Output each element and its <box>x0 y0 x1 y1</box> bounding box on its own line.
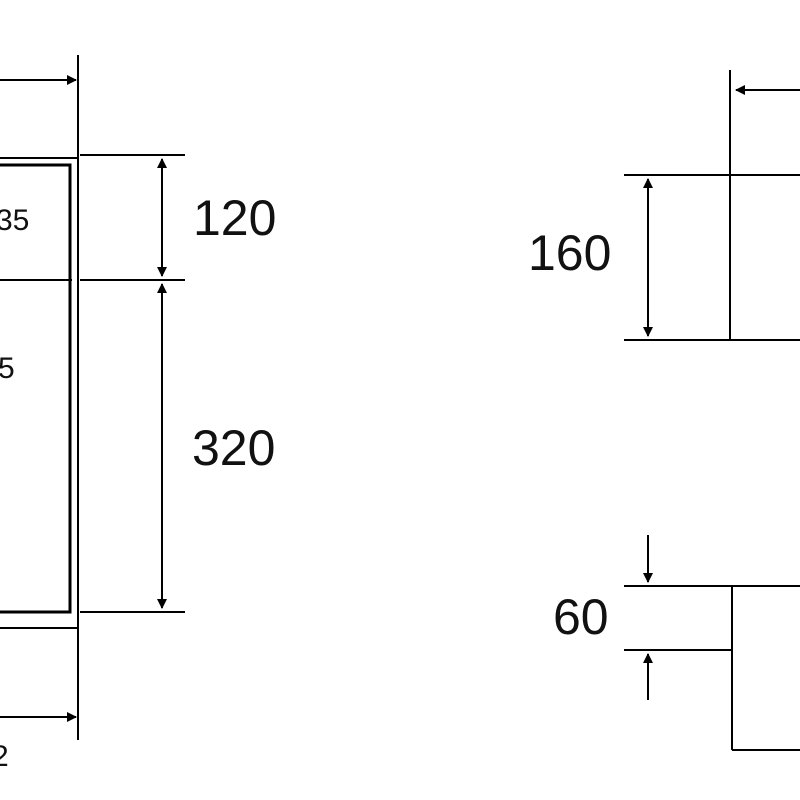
upper-field-partial-label: 35 <box>0 204 29 237</box>
left-figure: 120 320 35 5 2 <box>0 55 276 773</box>
dimension-160-label: 160 <box>528 225 611 281</box>
right-figure: 160 60 <box>528 70 800 751</box>
dimension-60-label: 60 <box>553 589 609 645</box>
left-part-inner-outline <box>0 163 72 614</box>
bottom-left-partial-label: 2 <box>0 740 9 773</box>
lower-field-partial-label: 5 <box>0 352 15 385</box>
left-part-outer-outline <box>0 157 79 629</box>
dimension-320-label: 320 <box>192 420 275 476</box>
dimension-120-label: 120 <box>193 190 276 246</box>
